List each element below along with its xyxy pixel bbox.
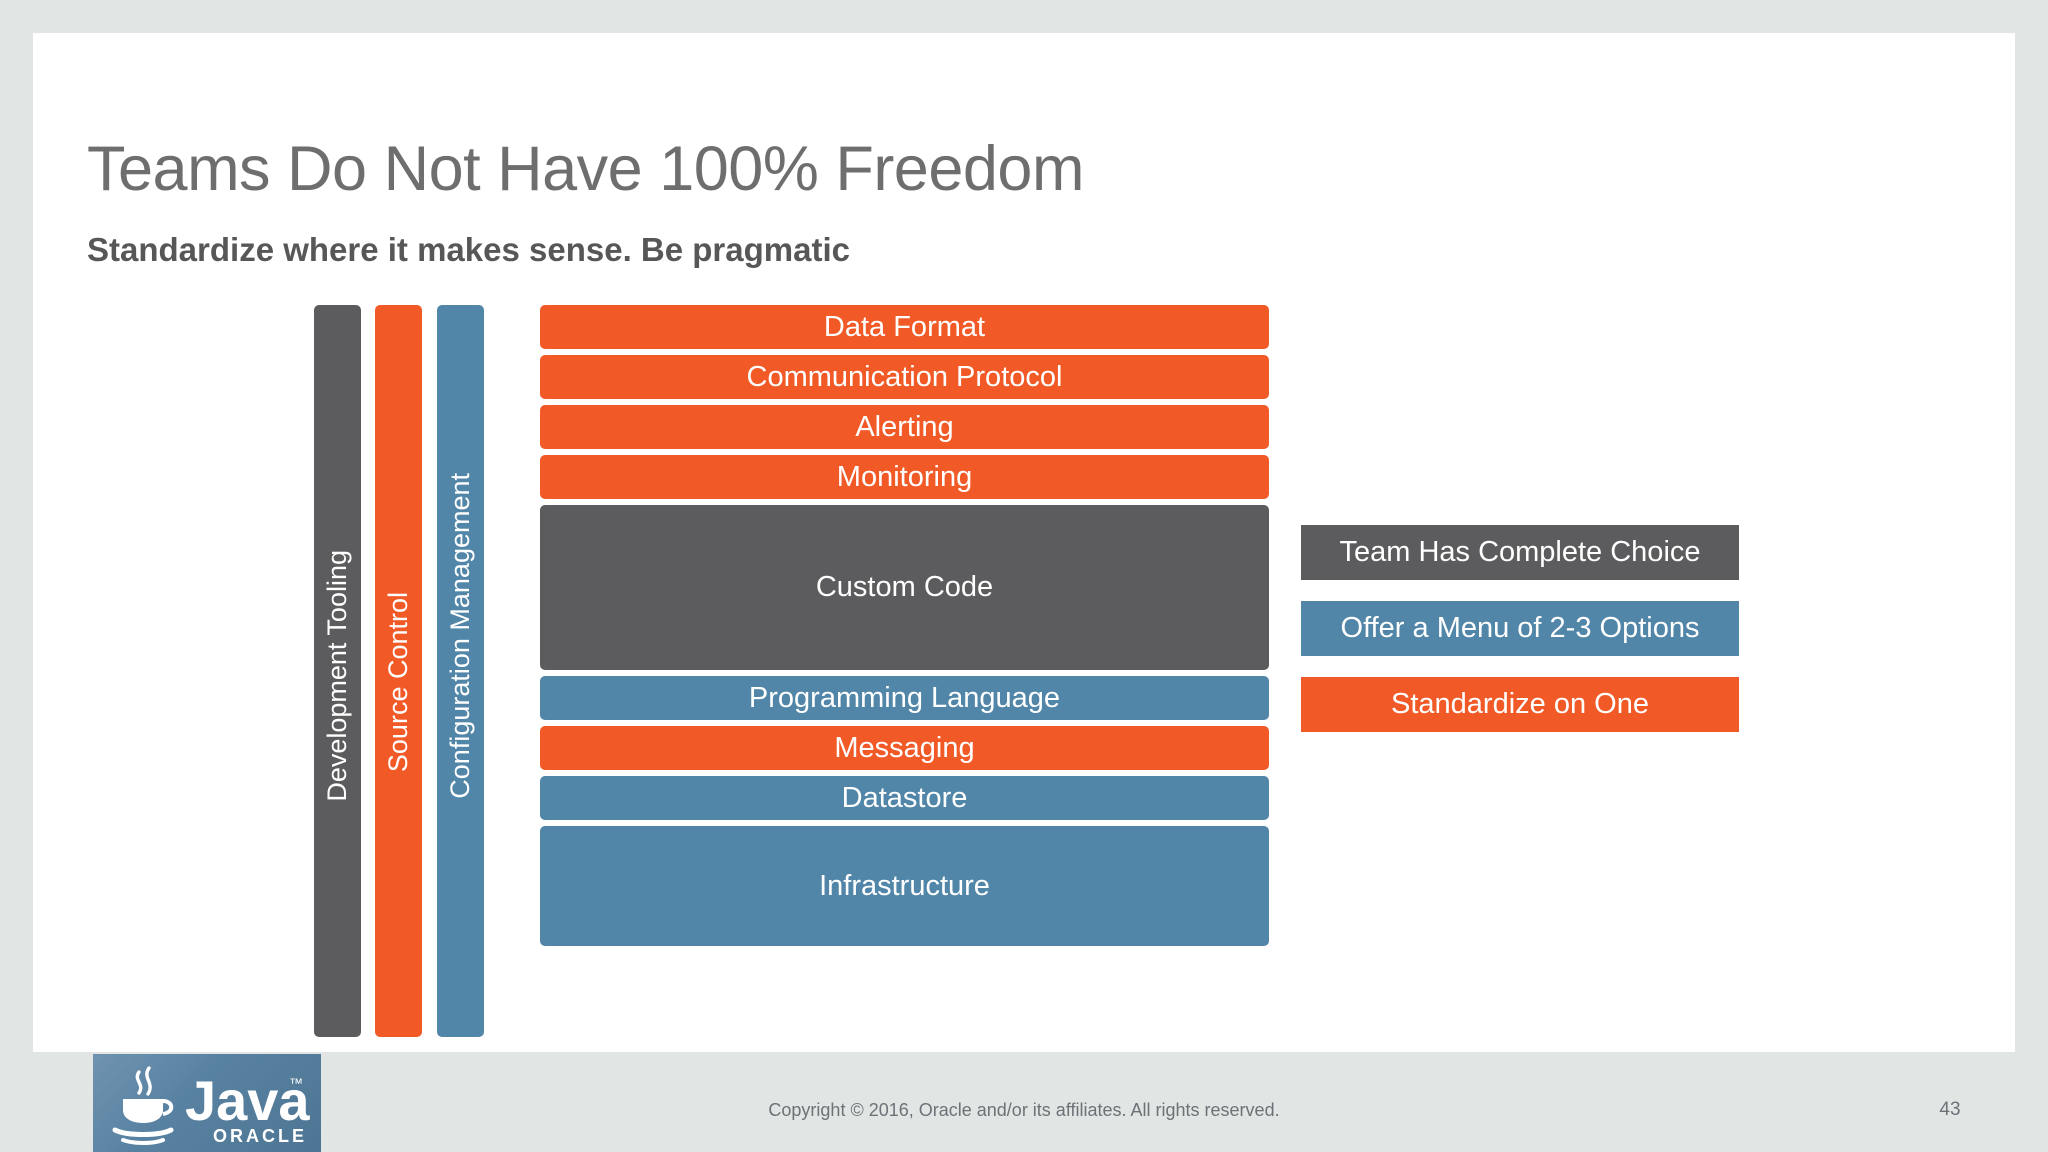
concern-stack: Data Format Communication Protocol Alert…: [540, 305, 1269, 952]
vertical-bar-label: Source Control: [383, 591, 413, 773]
java-oracle-logo: Java ™ ORACLE: [93, 1054, 321, 1152]
legend-item-standardize-on-one: Standardize on One: [1301, 677, 1739, 732]
stack-row-infrastructure: Infrastructure: [540, 826, 1269, 946]
slide-canvas: Teams Do Not Have 100% Freedom Standardi…: [33, 33, 2015, 1152]
stack-row-label: Alerting: [855, 410, 954, 443]
stack-row-label: Infrastructure: [819, 869, 990, 902]
legend-item-offer-a-menu: Offer a Menu of 2-3 Options: [1301, 601, 1739, 656]
stack-row-custom-code: Custom Code: [540, 505, 1269, 670]
stack-row-label: Messaging: [834, 731, 975, 764]
vertical-bar-source-control: Source Control: [375, 305, 422, 1037]
legend-item-team-has-complete-choice: Team Has Complete Choice: [1301, 525, 1739, 580]
page-title: Teams Do Not Have 100% Freedom: [87, 134, 1084, 204]
stack-row-label: Monitoring: [836, 460, 973, 493]
stack-row-data-format: Data Format: [540, 305, 1269, 349]
trademark-symbol: ™: [289, 1075, 303, 1091]
copyright-text: Copyright © 2016, Oracle and/or its affi…: [768, 1100, 1280, 1120]
legend: Team Has Complete Choice Offer a Menu of…: [1301, 525, 1739, 753]
stack-row-label: Communication Protocol: [746, 360, 1063, 393]
footer-band: [0, 1052, 2048, 1152]
legend-item-label: Offer a Menu of 2-3 Options: [1340, 612, 1700, 644]
legend-item-label: Team Has Complete Choice: [1339, 536, 1701, 568]
java-wordmark: Java: [185, 1069, 310, 1132]
stack-row-label: Datastore: [841, 781, 968, 814]
vertical-bar-development-tooling: Development Tooling: [314, 305, 361, 1037]
stack-row-datastore: Datastore: [540, 776, 1269, 820]
stack-row-alerting: Alerting: [540, 405, 1269, 449]
page-subtitle: Standardize where it makes sense. Be pra…: [87, 231, 850, 268]
vertical-bar-label: Development Tooling: [322, 550, 352, 802]
stack-row-monitoring: Monitoring: [540, 455, 1269, 499]
legend-item-label: Standardize on One: [1391, 688, 1649, 720]
stack-row-communication-protocol: Communication Protocol: [540, 355, 1269, 399]
stack-row-messaging: Messaging: [540, 726, 1269, 770]
stack-row-label: Programming Language: [748, 681, 1061, 714]
oracle-subtext: ORACLE: [213, 1126, 307, 1146]
standardization-diagram: Development Tooling Source Control Confi…: [33, 33, 2015, 1152]
page-number: 43: [1939, 1099, 1961, 1120]
vertical-bar-label: Configuration Management: [445, 473, 475, 799]
vertical-bar-configuration-management: Configuration Management: [437, 305, 484, 1037]
stack-row-programming-language: Programming Language: [540, 676, 1269, 720]
stack-row-label: Data Format: [823, 310, 986, 343]
stack-row-label: Custom Code: [815, 571, 994, 603]
